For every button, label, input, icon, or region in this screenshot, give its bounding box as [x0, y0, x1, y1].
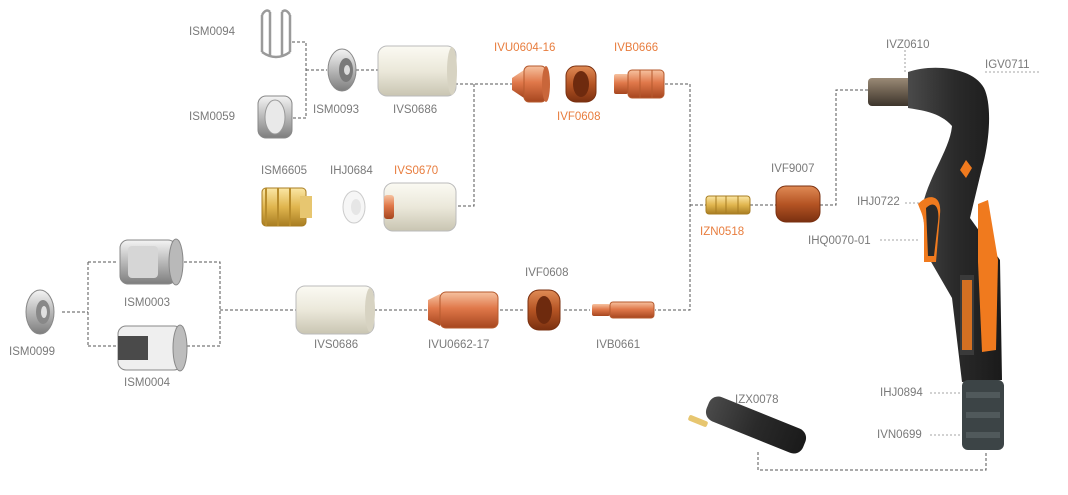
- connector-ivf9007-torch: [820, 89, 868, 206]
- label-ihj0894: IHJ0894: [880, 387, 923, 399]
- label-ivf9007: IVF9007: [771, 163, 814, 175]
- label-ism0003: ISM0003: [124, 297, 170, 309]
- torch-cap-ivz0610: [868, 78, 912, 106]
- part-ivb0661-electrode: [592, 301, 655, 319]
- part-ism0059-shield: [257, 95, 293, 139]
- label-ism0004: ISM0004: [124, 377, 171, 389]
- part-ism6605-brass: [261, 187, 312, 227]
- connector-izx0078-torch: [757, 452, 987, 471]
- part-ism0093-shield: [327, 48, 357, 92]
- labels: ISM0094 ISM0059 ISM0093 IVS0686 IVU0604-…: [9, 26, 1030, 441]
- label-izx0078: IZX0078: [735, 394, 778, 406]
- connector-ism0099-bracket: [62, 261, 118, 347]
- label-ivb0661: IVB0661: [596, 339, 640, 351]
- label-ism0093: ISM0093: [313, 104, 359, 116]
- connector-shields-ivs0686: [184, 261, 296, 347]
- label-igv0711: IGV0711: [985, 59, 1030, 71]
- label-ivs0670: IVS0670: [394, 165, 438, 177]
- connector-shields-bracket: [292, 41, 327, 119]
- part-ism0099-ring: [25, 289, 55, 335]
- label-ivu0604-16: IVU0604-16: [494, 42, 555, 54]
- part-izn0518-connector: [705, 195, 751, 215]
- part-ihj0684-insulator: [342, 190, 366, 224]
- label-ism0094: ISM0094: [189, 26, 236, 38]
- connector-lines: [62, 41, 1040, 471]
- part-ism0003-shield: [119, 238, 184, 286]
- part-ivs0686-bottom: [295, 285, 375, 335]
- part-ivf0608-bottom-swirl: [527, 289, 561, 331]
- part-izx0078-handle: [688, 396, 807, 454]
- part-ism0004-shield: [117, 324, 188, 372]
- label-ivb0666: IVB0666: [614, 42, 658, 54]
- part-ivu0604-16-nozzle: [512, 65, 550, 103]
- label-ivf0608-top: IVF0608: [557, 111, 600, 123]
- label-ism0059: ISM0059: [189, 111, 235, 123]
- part-ivf0608-top-swirl: [565, 65, 597, 103]
- label-ivn0699: IVN0699: [877, 429, 922, 441]
- label-ivu0662-17: IVU0662-17: [428, 339, 489, 351]
- part-ivs0686-top: [377, 45, 457, 97]
- label-ivs0686-bottom: IVS0686: [314, 339, 358, 351]
- label-ism6605: ISM6605: [261, 165, 307, 177]
- part-ivs0670-ceramic: [383, 182, 457, 232]
- label-ivf0608-bottom: IVF0608: [525, 267, 568, 279]
- part-ivu0662-17-nozzle: [428, 291, 499, 329]
- label-ihj0684: IHJ0684: [330, 165, 373, 177]
- label-ivs0686-top: IVS0686: [393, 104, 437, 116]
- part-ivf9007-swirl: [775, 185, 821, 223]
- torch-body: [908, 67, 1002, 383]
- label-ivz0610: IVZ0610: [886, 39, 929, 51]
- part-torch: [868, 67, 1004, 450]
- label-ihq0070-01: IHQ0070-01: [808, 235, 871, 247]
- torch-grip-accent: [978, 200, 998, 352]
- label-ihj0722: IHJ0722: [857, 196, 900, 208]
- connector-ivs0686-nozzle: [455, 83, 512, 207]
- part-ivb0666-electrode: [614, 69, 665, 99]
- label-izn0518: IZN0518: [700, 226, 744, 238]
- label-ism0099: ISM0099: [9, 346, 55, 358]
- part-ism0094-spring: [260, 9, 292, 59]
- connector-ivb0666-trunk: [655, 83, 691, 311]
